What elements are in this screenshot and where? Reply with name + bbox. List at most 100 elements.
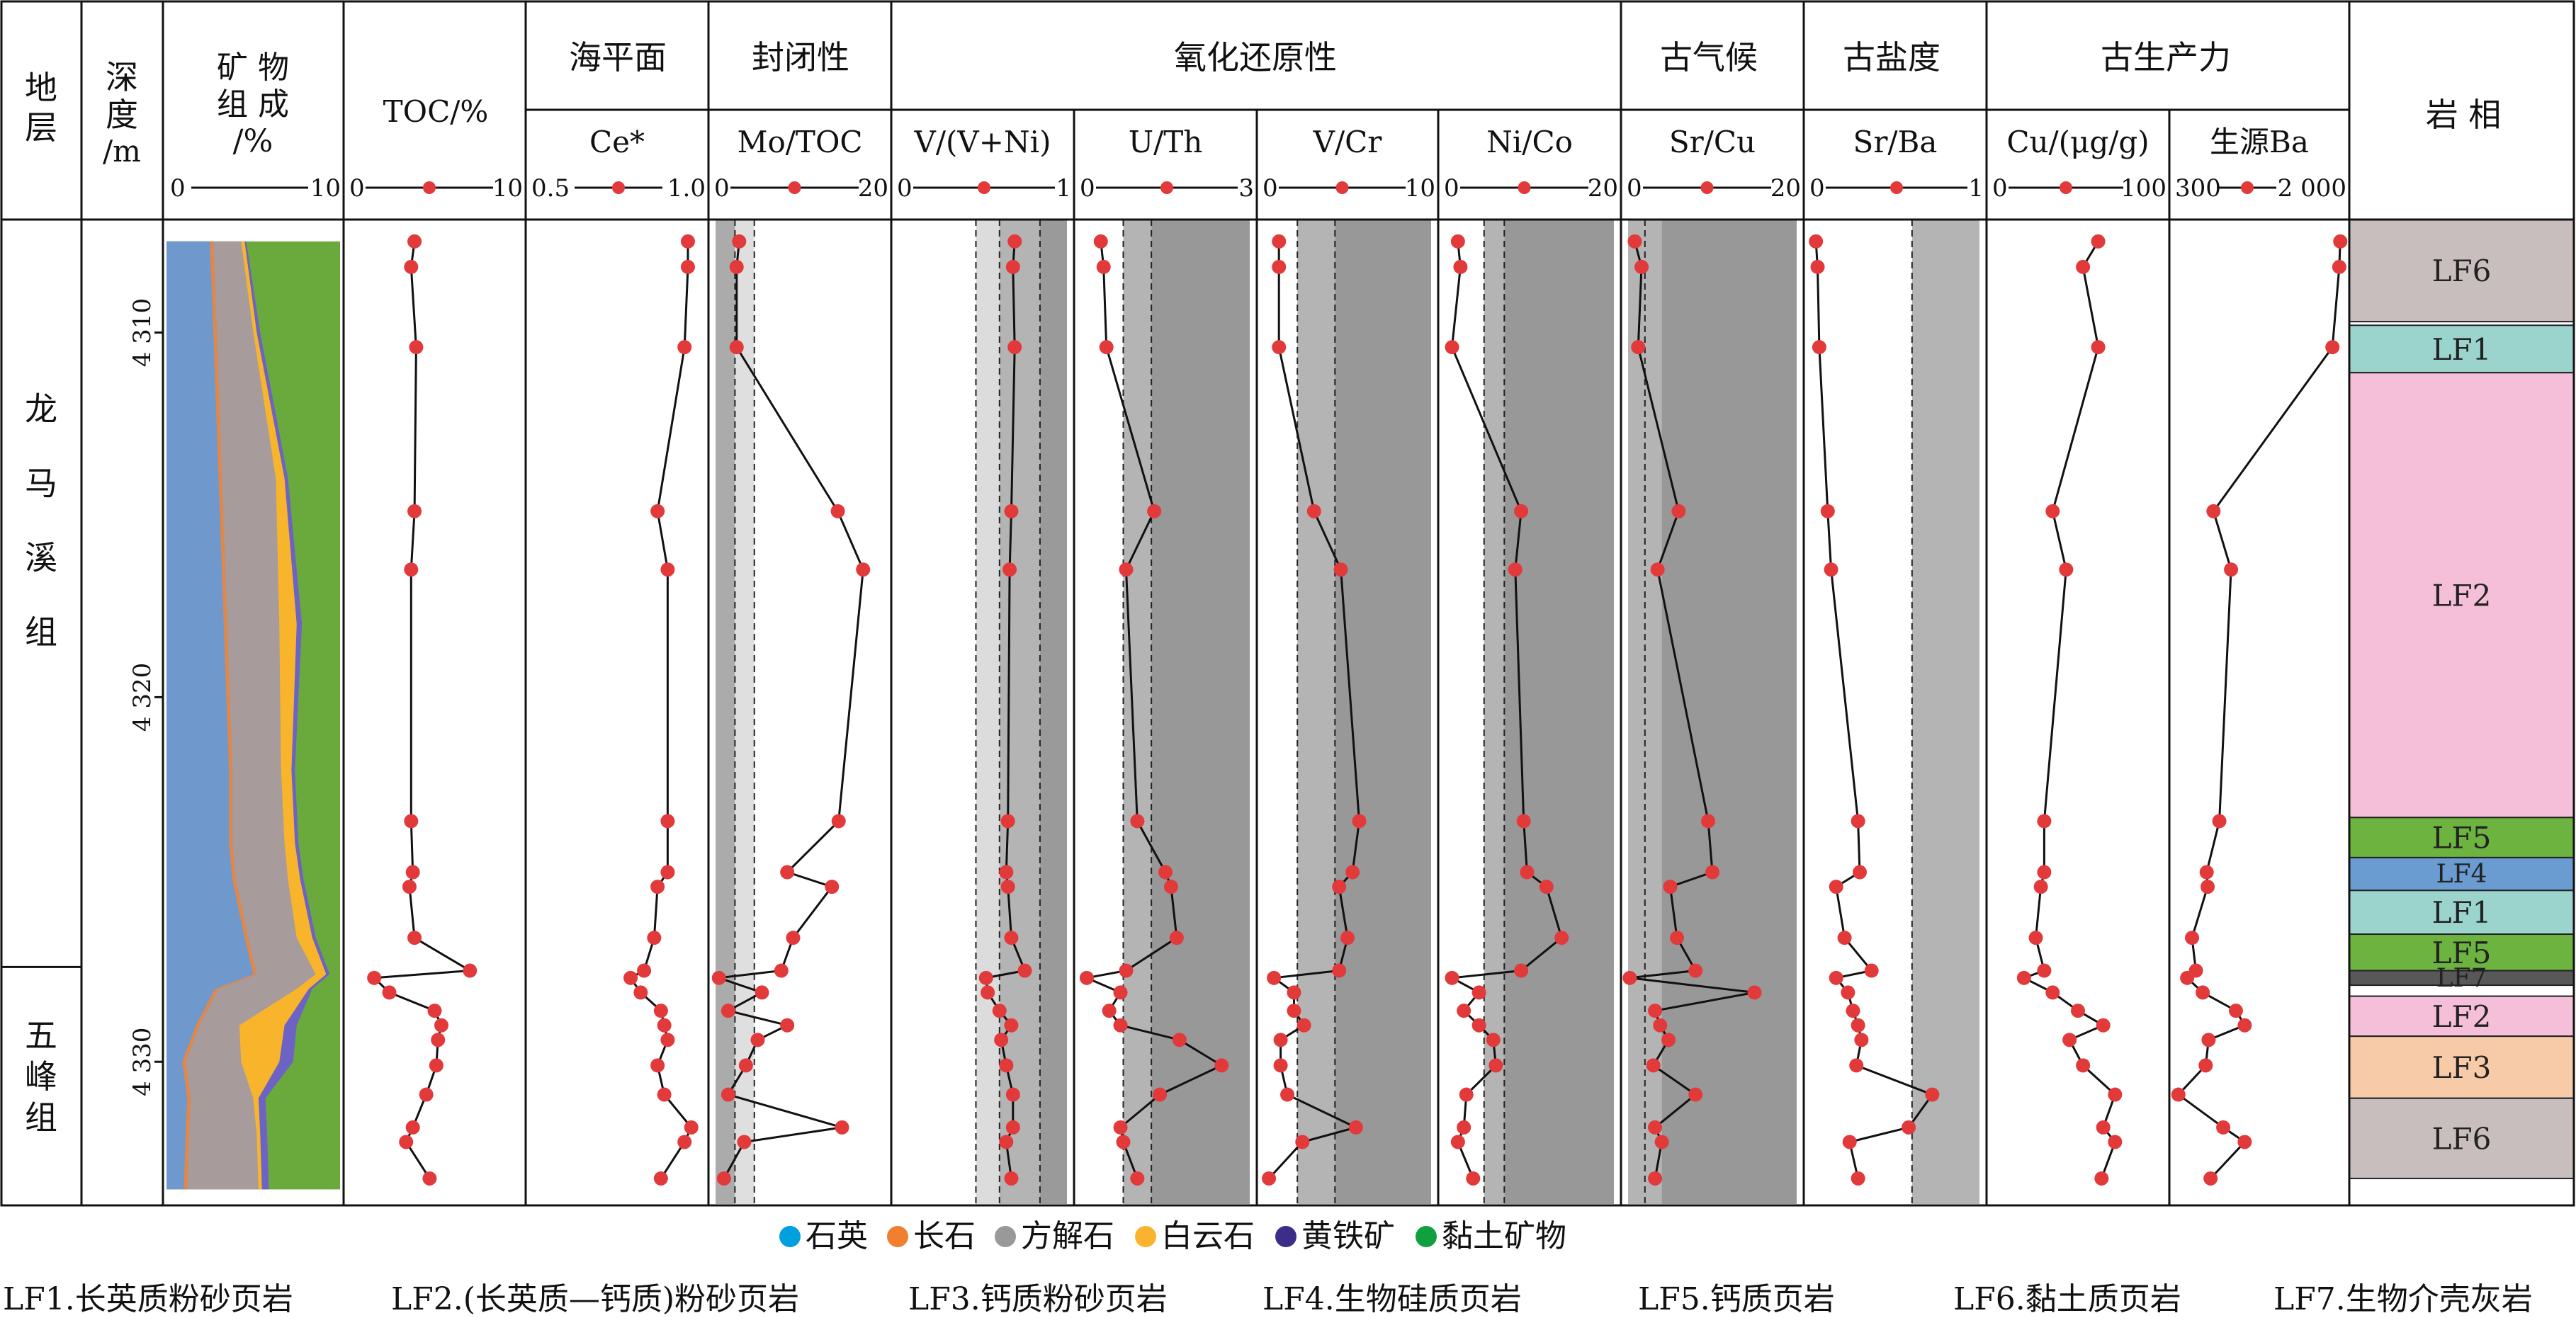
mineral-scale-max: 10 — [310, 174, 341, 203]
depth-label-2: 4 330 — [128, 1028, 157, 1096]
point-srcu-10 — [1622, 970, 1637, 985]
depth-label-0: 4 310 — [128, 298, 157, 367]
point-toc-8 — [407, 931, 422, 945]
lithofacies-band-10 — [2349, 1097, 2575, 1179]
point-toc-19 — [422, 1171, 437, 1186]
lithofacies-label-1: LF1 — [2432, 332, 2492, 367]
scale-max-toc: 10 — [492, 174, 523, 203]
scale-marker-ba — [2241, 181, 2254, 194]
shade-u-0 — [1123, 220, 1152, 1204]
point-srba-14 — [1854, 1033, 1869, 1047]
scale-min-cu: 0 — [1992, 174, 2008, 203]
series-line-srba — [1814, 241, 1934, 1179]
point-srba-11 — [1841, 985, 1855, 1000]
point-ba-1 — [2332, 259, 2346, 274]
point-vcr-13 — [1297, 1018, 1311, 1033]
point-srcu-9 — [1688, 963, 1703, 978]
point-srcu-1 — [1634, 259, 1649, 274]
depth-label-1: 4 320 — [128, 663, 157, 732]
lithofacies-label-3: LF5 — [2432, 821, 2492, 856]
point-v-16 — [1005, 1087, 1020, 1102]
stratum-1-char-2: 组 — [25, 1098, 57, 1137]
point-cu-7 — [2033, 880, 2048, 894]
point-v-17 — [1005, 1120, 1020, 1135]
point-ba-5 — [2212, 814, 2227, 829]
point-ba-4 — [2224, 562, 2239, 577]
point-srcu-18 — [1654, 1135, 1669, 1149]
point-srcu-2 — [1631, 340, 1646, 355]
point-v-8 — [1004, 931, 1019, 945]
point-v-12 — [992, 1004, 1007, 1018]
lithofacies-label-6: LF5 — [2432, 936, 2492, 970]
point-u-14 — [1172, 1033, 1187, 1047]
header-mineral-1: 组 成 — [217, 86, 289, 123]
point-vcr-8 — [1340, 931, 1355, 945]
scale-min-toc: 0 — [349, 174, 365, 203]
point-srcu-19 — [1648, 1171, 1663, 1186]
header-stratum-2: 层 — [25, 108, 57, 147]
point-srba-8 — [1837, 931, 1852, 945]
point-cu-5 — [2037, 814, 2052, 829]
scale-max-ce: 1.0 — [667, 174, 706, 203]
point-mo-8 — [786, 931, 801, 945]
point-v-15 — [999, 1058, 1014, 1073]
point-toc-14 — [431, 1033, 446, 1047]
point-u-1 — [1096, 259, 1111, 274]
point-srba-13 — [1851, 1018, 1865, 1033]
lithofacies-label-8: LF2 — [2432, 999, 2492, 1034]
point-v-1 — [1005, 259, 1020, 274]
panel-label-srba: Sr/Ba — [1853, 125, 1938, 159]
point-ce-13 — [657, 1018, 672, 1033]
point-ba-16 — [2171, 1087, 2186, 1102]
stratum-0-char-2: 溪 — [25, 539, 57, 577]
point-vcr-12 — [1287, 1004, 1301, 1018]
point-vcr-3 — [1306, 504, 1321, 518]
scale-marker-nico — [1518, 181, 1531, 194]
lithofacies-band-5 — [2349, 890, 2575, 936]
point-ce-16 — [657, 1087, 672, 1102]
point-cu-4 — [2059, 562, 2074, 577]
point-mo-17 — [835, 1120, 849, 1135]
point-cu-6 — [2037, 865, 2052, 880]
point-srcu-14 — [1661, 1033, 1676, 1047]
scale-marker-ce — [612, 181, 625, 194]
legend-swatch-4 — [1275, 1226, 1297, 1247]
point-v-13 — [1004, 1018, 1019, 1033]
point-nico-15 — [1488, 1058, 1503, 1073]
point-cu-14 — [2062, 1033, 2077, 1047]
lithofacies-band-3 — [2349, 817, 2575, 858]
point-mo-7 — [825, 880, 840, 894]
point-mo-5 — [831, 814, 846, 829]
stratum-1-char-1: 峰 — [25, 1057, 57, 1096]
panel-label-srcu: Sr/Cu — [1669, 125, 1756, 159]
panel-label-cu: Cu/(μg/g) — [2006, 125, 2149, 159]
legend-label-3: 白云石 — [1161, 1218, 1255, 1254]
header-paleoclimate: 古气候 — [1660, 38, 1758, 76]
shade-srba-0 — [1911, 220, 1979, 1204]
point-u-13 — [1113, 1018, 1128, 1033]
scale-marker-mo — [788, 181, 801, 194]
legend-swatch-5 — [1416, 1226, 1437, 1247]
point-srba-5 — [1851, 814, 1865, 829]
shade-v-1 — [999, 220, 1040, 1204]
point-srba-6 — [1853, 865, 1868, 880]
point-srcu-5 — [1701, 814, 1716, 829]
point-nico-13 — [1471, 1018, 1486, 1033]
scale-max-vcr: 10 — [1405, 174, 1435, 203]
point-ce-7 — [650, 880, 665, 894]
point-nico-19 — [1466, 1171, 1481, 1186]
scale-min-u: 0 — [1080, 174, 1095, 203]
point-u-9 — [1119, 963, 1134, 978]
point-nico-9 — [1514, 963, 1529, 978]
point-toc-11 — [382, 985, 397, 1000]
scale-marker-cu — [2060, 181, 2072, 194]
point-u-3 — [1147, 504, 1162, 518]
point-nico-5 — [1516, 814, 1531, 829]
scale-max-u: 3 — [1238, 174, 1254, 203]
legend-swatch-0 — [779, 1226, 801, 1247]
point-vcr-0 — [1272, 234, 1287, 249]
legend-label-5: 黏土矿物 — [1442, 1218, 1566, 1254]
point-cu-15 — [2076, 1058, 2091, 1073]
header-mineral-0: 矿 物 — [217, 50, 289, 86]
